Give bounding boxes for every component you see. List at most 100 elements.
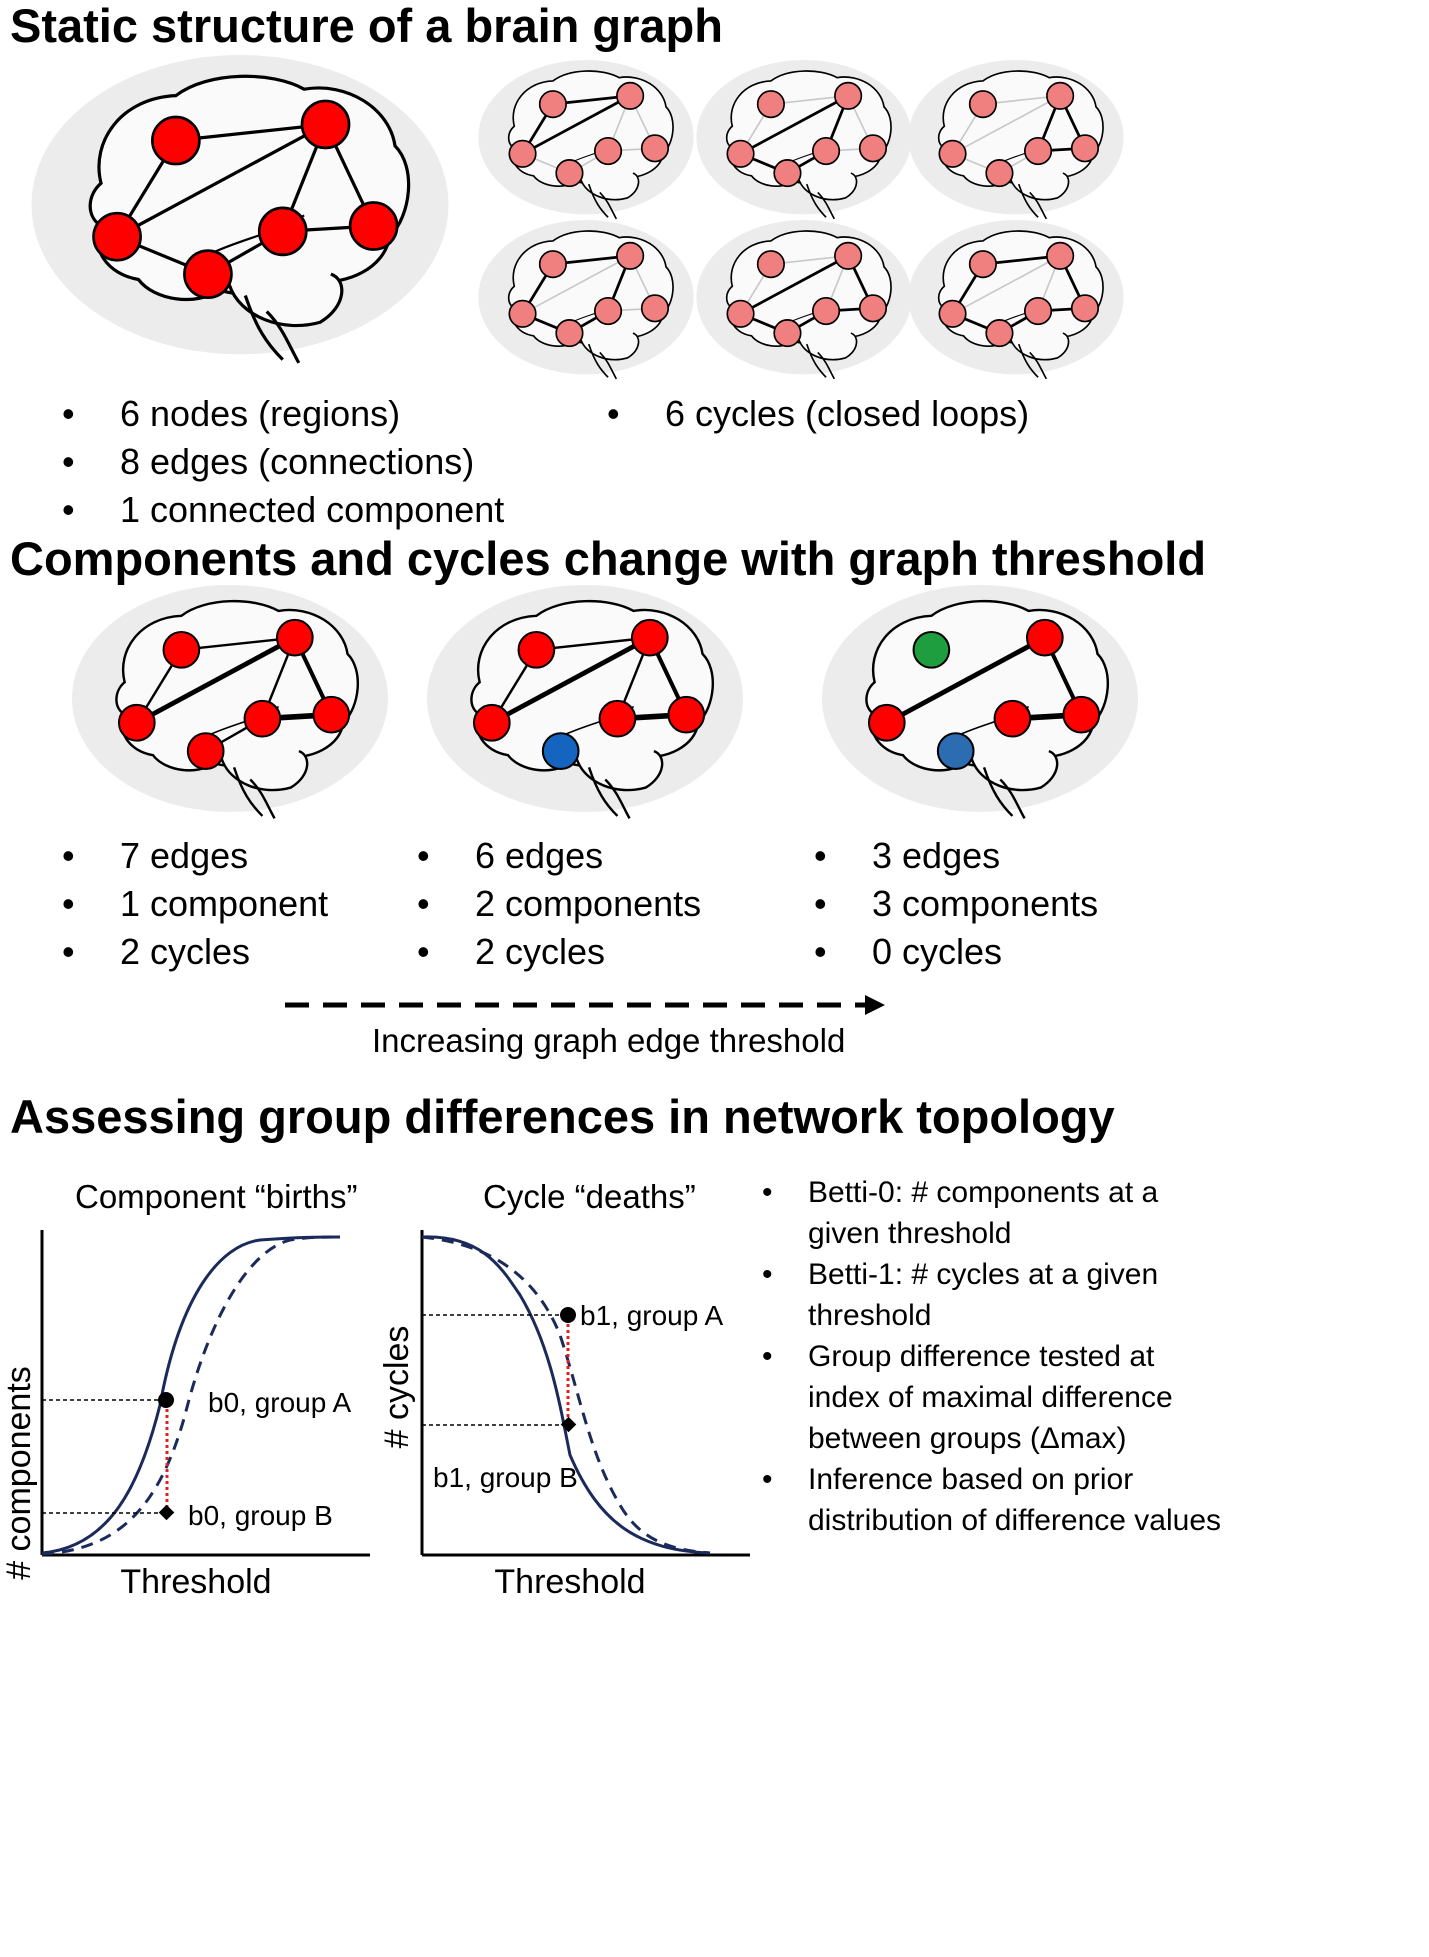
node	[1046, 81, 1075, 110]
plot1-components: b0, group A b0, group B # components Thr…	[0, 1230, 370, 1601]
node	[594, 296, 623, 326]
list-item: 0 cycles	[812, 928, 1098, 976]
list-item: 1 connected component	[60, 486, 504, 534]
plot2-title: Cycle “deaths”	[483, 1178, 696, 1215]
list-item: 3 components	[812, 880, 1098, 928]
list-item: 6 edges	[415, 832, 701, 880]
brain-threshold-3	[820, 585, 1140, 820]
isolated-node	[541, 732, 580, 770]
curve-group-a	[421, 1235, 711, 1555]
node	[555, 319, 584, 348]
edge	[739, 94, 849, 156]
list-item: 2 components	[415, 880, 701, 928]
plot2-cycles: b1, group A b1, group B # cycles Thresho…	[380, 1230, 750, 1601]
label-b: b0, group B	[188, 1500, 333, 1531]
label-a: b0, group A	[208, 1387, 352, 1418]
node	[92, 211, 142, 262]
arrow-label: Increasing graph edge threshold	[372, 1022, 846, 1059]
node	[968, 90, 997, 119]
list-item: Betti-1: # cycles at a given threshold	[760, 1254, 1230, 1336]
plot2-ylabel: # cycles	[380, 1326, 416, 1449]
node	[508, 299, 537, 328]
static-bullets-right: 6 cycles (closed loops)	[605, 390, 1029, 438]
list-item: 2 cycles	[60, 928, 328, 976]
node	[151, 115, 201, 166]
node	[756, 250, 785, 279]
node	[812, 296, 841, 326]
brain-cycle-3	[907, 60, 1125, 220]
threshold-arrow	[285, 995, 885, 1015]
list-item: 7 edges	[60, 832, 328, 880]
node	[508, 139, 537, 168]
node	[985, 159, 1014, 188]
list-item: 6 cycles (closed loops)	[605, 390, 1029, 438]
plot1-ylabel: # components	[0, 1366, 38, 1580]
list-item: Inference based on prior distribution of…	[760, 1459, 1230, 1541]
static-bullets-left: 6 nodes (regions) 8 edges (connections) …	[60, 390, 504, 534]
node	[938, 139, 967, 168]
section-title-static: Static structure of a brain graph	[10, 0, 723, 52]
node	[1046, 241, 1075, 270]
node	[640, 134, 670, 163]
node	[538, 250, 567, 279]
node	[640, 294, 670, 323]
curve-group-b	[421, 1235, 711, 1555]
brain-cycle-5	[695, 220, 913, 380]
node	[348, 201, 399, 251]
node	[616, 81, 645, 110]
node	[812, 136, 841, 166]
node	[834, 241, 863, 270]
point-group-b	[560, 1416, 577, 1433]
plot2-xlabel: Threshold	[494, 1563, 645, 1601]
point-group-a	[560, 1307, 576, 1323]
list-item: 2 cycles	[415, 928, 701, 976]
point-group-b	[158, 1504, 175, 1521]
node	[938, 299, 967, 328]
edge	[522, 255, 631, 315]
node	[594, 136, 623, 166]
node	[1070, 134, 1100, 163]
curve-group-a	[41, 1235, 341, 1555]
node	[773, 159, 802, 188]
node	[858, 134, 888, 163]
brain-graph-main	[29, 55, 451, 365]
node	[300, 99, 351, 150]
node	[834, 81, 863, 110]
node	[756, 90, 785, 119]
node	[858, 294, 888, 323]
node	[1070, 294, 1100, 323]
node	[726, 139, 755, 168]
section-title-threshold: Components and cycles change with graph …	[10, 532, 1207, 585]
edge	[952, 95, 1061, 155]
brain-cycle-6	[907, 220, 1125, 380]
point-group-a	[158, 1392, 174, 1408]
node	[555, 159, 584, 188]
edge	[739, 254, 849, 316]
label-b: b1, group B	[433, 1462, 578, 1493]
group-bullets: Betti-0: # components at a given thresho…	[760, 1172, 1230, 1541]
node	[968, 250, 997, 279]
curve-group-b	[41, 1235, 341, 1556]
node	[616, 241, 645, 270]
isolated-node	[936, 732, 975, 770]
brain-cycle-4	[477, 220, 695, 380]
threshold-bullets-3: 3 edges 3 components 0 cycles	[812, 832, 1098, 976]
node	[1024, 296, 1053, 326]
node	[726, 299, 755, 328]
brain-cycle-1	[477, 60, 695, 220]
plot1-xlabel: Threshold	[120, 1563, 271, 1601]
list-item: 3 edges	[812, 832, 1098, 880]
isolated-node	[912, 630, 951, 669]
node	[985, 319, 1014, 348]
brain-cycle-2	[695, 60, 913, 220]
edge	[952, 255, 1061, 315]
list-item: 8 edges (connections)	[60, 438, 504, 486]
edge	[521, 94, 631, 156]
brain-threshold-1	[70, 585, 390, 820]
node	[183, 249, 233, 299]
list-item: Group difference tested at index of maxi…	[760, 1336, 1230, 1459]
threshold-bullets-1: 7 edges 1 component 2 cycles	[60, 832, 328, 976]
node	[773, 319, 802, 348]
list-item: 1 component	[60, 880, 328, 928]
section-title-group: Assessing group differences in network t…	[10, 1090, 1115, 1143]
